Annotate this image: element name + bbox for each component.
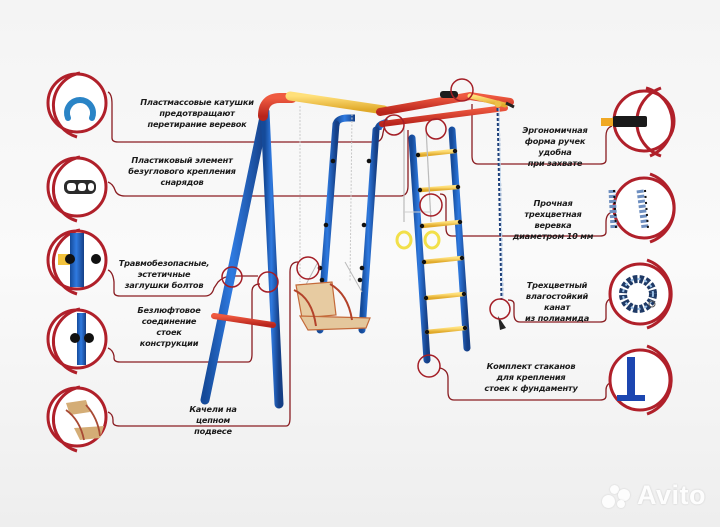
label-swing-chain: Качели на цепном подвесе (189, 404, 237, 436)
avito-wordmark: Avito (637, 480, 706, 510)
right-ladder (408, 126, 471, 364)
climbing-rope (496, 107, 506, 330)
label-polyamide-rope: Трехцветный влагостойкий канат из полиам… (524, 280, 590, 323)
pole-joint-icon (46, 307, 108, 375)
label-ergonomic-grip: Эргономичная форма ручек удобна при захв… (522, 125, 588, 168)
bolt-cap-icon (46, 228, 108, 296)
avito-watermark: Avito (602, 480, 706, 511)
left-callout-circles (46, 71, 108, 453)
gymnastic-rings (395, 127, 441, 250)
label-strong-rope: Прочная трехцветная веревка диаметром 10… (512, 198, 594, 241)
swing-seat (293, 106, 371, 331)
grip-handle-icon (601, 86, 676, 158)
avito-logo-icon (602, 483, 632, 509)
rope-coil-icon (608, 258, 673, 330)
anchor-post-icon (608, 344, 673, 416)
label-foundation-cups: Комплект стаканов для крепления стоек к … (484, 361, 578, 393)
connector-lines (107, 91, 613, 427)
label-plastic-reels: Пластмассовые катушки предотвращают пере… (140, 97, 254, 129)
braided-rope-icon (608, 172, 676, 244)
c-clip-icon (46, 71, 108, 139)
label-bolt-caps: Травмобезопасные, эстетичные заглушки бо… (118, 258, 210, 290)
swing-frame (200, 91, 389, 409)
label-plastic-element: Пластиковый элемент безуглового креплени… (128, 155, 236, 187)
top-beam (376, 91, 515, 140)
right-callout-circles (601, 86, 676, 416)
frame-markers (221, 78, 511, 378)
triple-clamp-icon (46, 155, 108, 223)
swing-seat-icon (46, 385, 108, 453)
label-backlash-free: Безлюфтовое соединение стоек конструкции (137, 305, 201, 348)
